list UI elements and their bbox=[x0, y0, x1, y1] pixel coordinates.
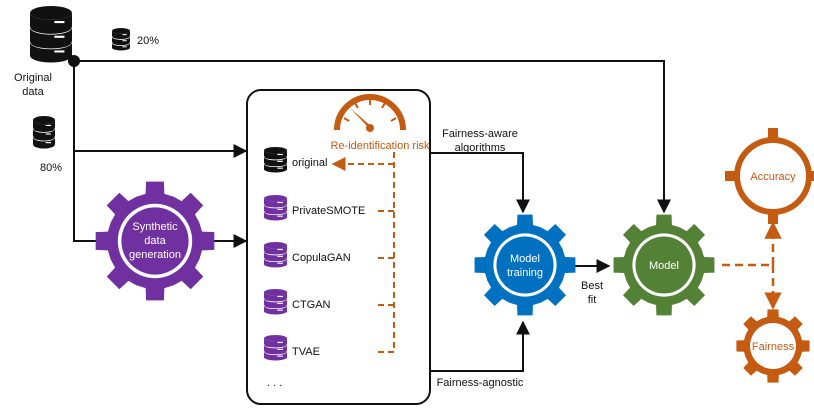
best-fit-label: Best bbox=[581, 280, 603, 292]
synthetic-gear-label-line1: Synthetic bbox=[132, 221, 178, 233]
dataset-label-tvae: TVAE bbox=[292, 346, 320, 358]
dataset-label-original: original bbox=[292, 157, 327, 169]
dataset-label-privatesmote: PrivateSMOTE bbox=[292, 205, 365, 217]
accuracy-label: Accuracy bbox=[750, 171, 796, 183]
fairness-agnostic-label: Fairness-agnostic bbox=[437, 377, 524, 389]
dataset-copulagan-database-icon bbox=[264, 242, 287, 268]
training-gear-label-line1: Model bbox=[510, 253, 540, 265]
small-split-database-icon bbox=[112, 28, 130, 51]
accuracy-target-icon bbox=[725, 128, 814, 224]
original-data-database-icon bbox=[30, 6, 72, 63]
dataset-tvae-database-icon bbox=[264, 335, 287, 361]
synthetic-generation-gear-icon bbox=[95, 181, 215, 301]
dataset-original-database-icon bbox=[264, 147, 287, 173]
connector-agnostic-to-training bbox=[430, 320, 530, 372]
risk-label: Re-identification risk bbox=[330, 140, 430, 152]
dataset-privatesmote-database-icon bbox=[264, 195, 287, 221]
fairness-aware-label: Fairness-aware bbox=[442, 128, 518, 140]
connector-20-to-model bbox=[74, 60, 671, 214]
training-gear-label-line2: training bbox=[507, 267, 543, 279]
split-20-label: 20% bbox=[137, 35, 159, 47]
model-training-gear-icon bbox=[474, 214, 576, 316]
connector-aware-to-training bbox=[430, 152, 530, 214]
synthetic-gear-label-line2: data bbox=[144, 235, 166, 247]
model-gear-label: Model bbox=[649, 260, 679, 272]
dataset-ctgan-database-icon bbox=[264, 289, 287, 315]
original-data-label: Original bbox=[14, 72, 52, 84]
model-gear-icon bbox=[613, 214, 715, 316]
fairness-label: Fairness bbox=[752, 341, 795, 353]
datasets-box bbox=[246, 89, 431, 405]
dataset-label-ctgan: CTGAN bbox=[292, 299, 331, 311]
fairness-aware-label-line2: algorithms bbox=[455, 142, 506, 154]
connector-80-trunk bbox=[73, 61, 100, 242]
split-80-label: 80% bbox=[40, 162, 62, 174]
risk-gauge-icon bbox=[334, 94, 406, 132]
synthetic-gear-label-line3: generation bbox=[129, 249, 181, 261]
fairness-gear-icon bbox=[736, 309, 810, 383]
large-split-database-icon bbox=[33, 116, 55, 149]
risk-dashed-bracket bbox=[376, 152, 395, 353]
dataset-more-ellipsis: . . . bbox=[267, 377, 282, 389]
best-fit-label-line2: fit bbox=[588, 294, 597, 306]
dataset-label-copulagan: CopulaGAN bbox=[292, 252, 351, 264]
original-data-label-line2: data bbox=[22, 86, 44, 98]
